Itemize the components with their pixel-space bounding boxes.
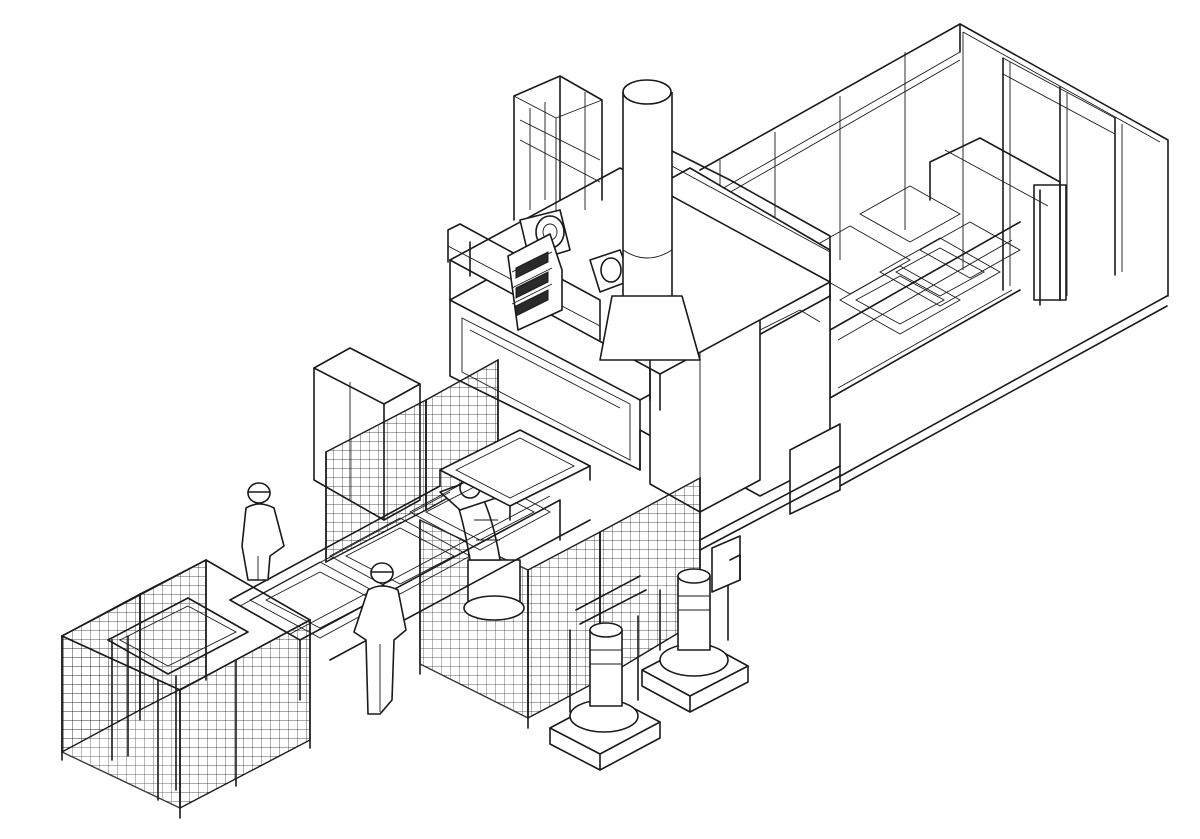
chimney-stack <box>599 79 701 361</box>
guard-fence <box>699 465 841 581</box>
fixture-rack <box>61 558 311 819</box>
upper-platform-grille <box>515 251 549 317</box>
operator <box>241 482 407 715</box>
pump-station <box>549 535 749 771</box>
